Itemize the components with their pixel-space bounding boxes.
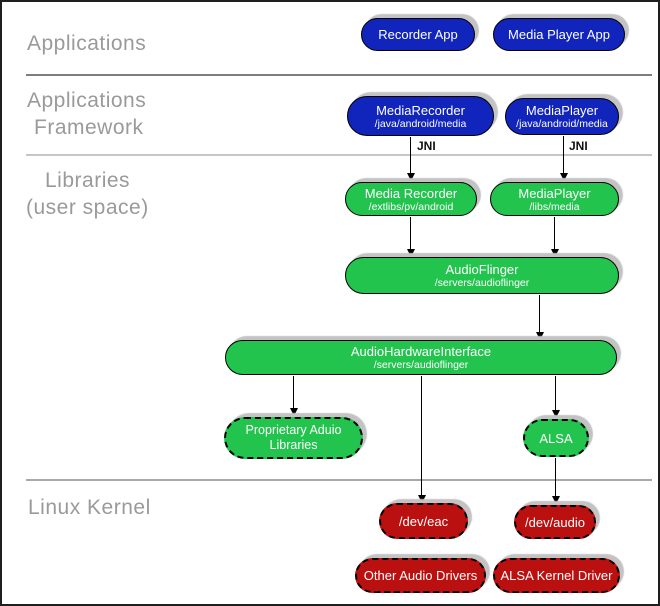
node-path: /java/android/media bbox=[374, 117, 467, 130]
section-label-libraries: Libraries (user space) bbox=[26, 167, 149, 221]
jni-label: JNI bbox=[417, 139, 436, 153]
arrow-ahi-to-proprietary bbox=[289, 376, 298, 416]
section-label-linux-kernel: Linux Kernel bbox=[28, 496, 151, 519]
node-title: ALSA Kernel Driver bbox=[500, 568, 613, 583]
node-proprietary-audio-libraries: Proprietary Aduio Libraries bbox=[224, 417, 363, 459]
node-title: Media Player App bbox=[508, 27, 610, 42]
node-audio-hardware-interface: AudioHardwareInterface /servers/audiofli… bbox=[225, 340, 617, 375]
node-media-recorder-library: Media Recorder /extlibs/pv/android bbox=[345, 182, 477, 216]
jni-label: JNI bbox=[569, 139, 588, 153]
section-label-line: (user space) bbox=[26, 196, 149, 219]
node-alsa: ALSA bbox=[523, 419, 589, 457]
node-mediarecorder-framework: MediaRecorder /java/android/media bbox=[347, 96, 494, 136]
node-path: /java/android/media bbox=[516, 118, 608, 130]
node-title: MediaRecorder bbox=[376, 102, 465, 118]
node-mediaplayer-framework: MediaPlayer /java/android/media bbox=[505, 98, 619, 135]
node-dev-eac: /dev/eac bbox=[379, 503, 468, 539]
node-dev-audio: /dev/audio bbox=[514, 505, 596, 539]
arrow-ahi-to-dev-eac bbox=[417, 376, 426, 503]
divider-framework bbox=[26, 154, 652, 156]
node-title: Recorder App bbox=[378, 27, 458, 42]
arrow-jni-recorder bbox=[406, 137, 415, 181]
node-media-player-app: Media Player App bbox=[493, 18, 625, 51]
node-title: Media Recorder bbox=[364, 185, 458, 201]
node-title: AudioFlinger bbox=[445, 262, 519, 277]
section-label-line: Applications bbox=[27, 89, 147, 112]
node-other-audio-drivers: Other Audio Drivers bbox=[355, 558, 486, 593]
node-mediaplayer-library: MediaPlayer /libs/media bbox=[490, 182, 619, 216]
node-recorder-app: Recorder App bbox=[361, 18, 475, 51]
divider-applications bbox=[26, 74, 652, 76]
node-title-line2: Libraries bbox=[269, 438, 318, 452]
section-label-applications-framework: Applications Framework bbox=[27, 87, 146, 141]
node-title: MediaPlayer bbox=[518, 185, 591, 201]
section-label-line: Framework bbox=[34, 116, 144, 139]
section-label-applications: Applications bbox=[27, 32, 147, 55]
arrow-audioflinger-to-ahi bbox=[535, 295, 544, 340]
node-title: MediaPlayer bbox=[525, 103, 599, 118]
node-path: /servers/audioflinger bbox=[373, 359, 469, 371]
node-title: /dev/eac bbox=[398, 513, 449, 529]
section-label-line: Libraries bbox=[45, 169, 131, 192]
node-title: AudioHardwareInterface bbox=[350, 344, 492, 359]
node-title: ALSA bbox=[539, 430, 573, 446]
node-title: Proprietary Aduio bbox=[245, 423, 342, 437]
node-title: /dev/audio bbox=[525, 514, 585, 530]
arrow-player-to-audioflinger bbox=[550, 217, 559, 257]
arrow-jni-player bbox=[559, 136, 568, 181]
divider-kernel bbox=[26, 479, 652, 481]
node-path: /extlibs/pv/android bbox=[368, 200, 454, 213]
arrow-ahi-to-alsa bbox=[551, 376, 560, 418]
node-path: /libs/media bbox=[529, 200, 580, 213]
node-alsa-kernel-driver: ALSA Kernel Driver bbox=[493, 558, 620, 593]
node-path: /servers/audioflinger bbox=[434, 277, 530, 289]
node-audioflinger: AudioFlinger /servers/audioflinger bbox=[345, 257, 619, 294]
arrow-alsa-to-dev-audio bbox=[551, 458, 560, 504]
arrow-recorder-to-audioflinger bbox=[406, 217, 415, 257]
node-title: Other Audio Drivers bbox=[363, 568, 478, 583]
